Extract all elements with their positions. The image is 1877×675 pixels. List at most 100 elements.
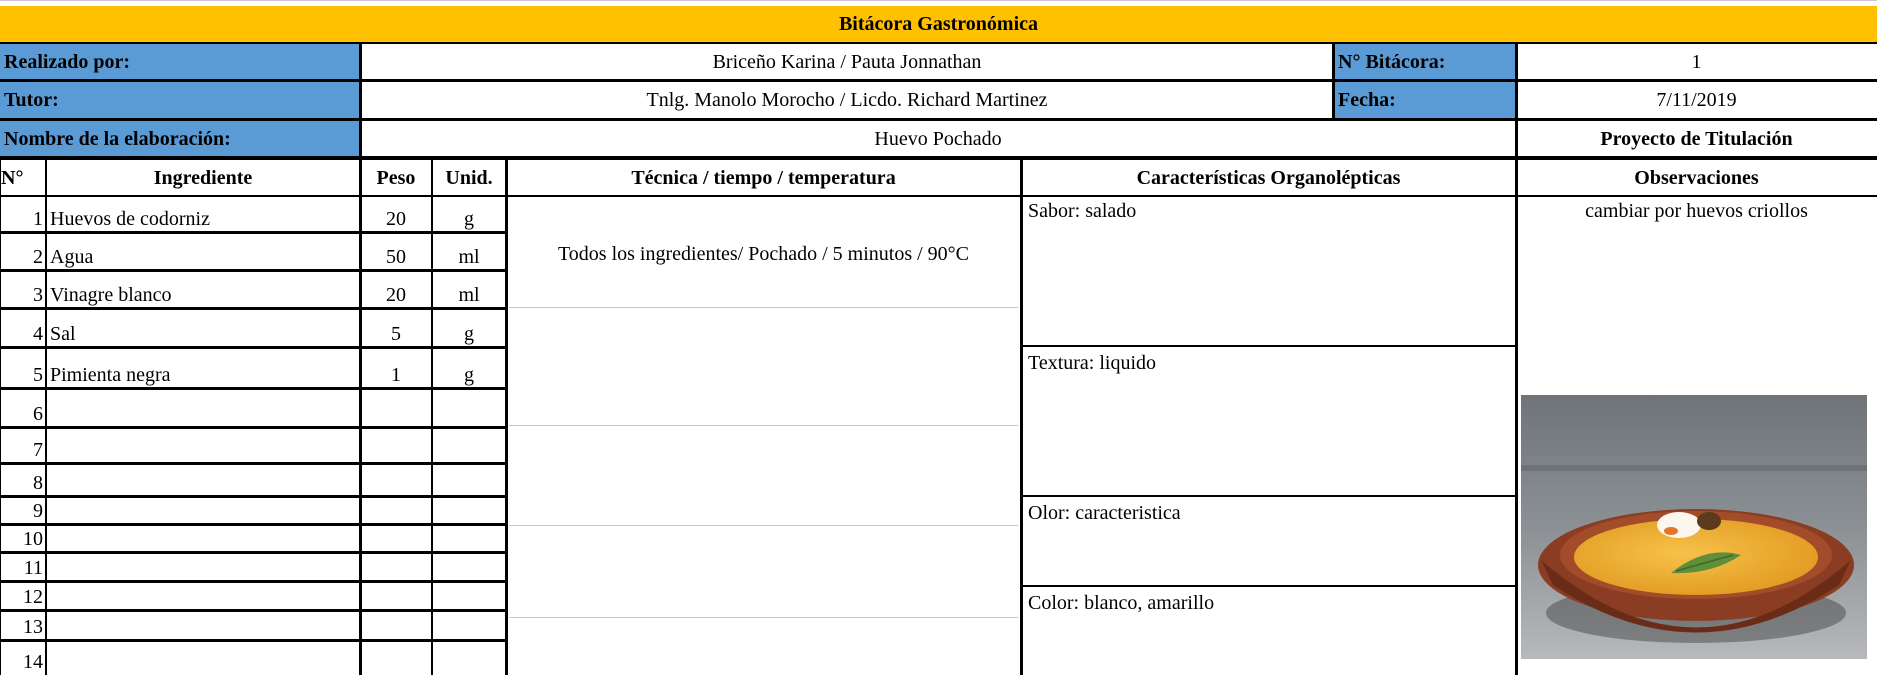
row-ingrediente: Agua [50, 246, 94, 268]
food-photo-icon [1521, 395, 1867, 659]
row-ingrediente: Pimienta negra [50, 364, 171, 386]
row-number: 5 [33, 364, 43, 386]
bitacora-label: N° Bitácora: [1334, 44, 1516, 79]
row-number: 11 [23, 557, 43, 579]
sabor-text: Sabor: salado [1028, 200, 1137, 222]
row-unid: g [464, 323, 474, 345]
row-divider [0, 387, 507, 390]
row-divider [0, 307, 507, 310]
row-ingrediente [46, 581, 360, 610]
tecnica-divider [509, 425, 1018, 426]
row-peso [360, 463, 432, 496]
row-number: 3 [33, 284, 43, 306]
col-tecnica-header: Técnica / tiempo / temperatura [631, 166, 896, 189]
row-peso: 50 [386, 246, 406, 268]
row-ingrediente [46, 552, 360, 581]
row-number: 14 [23, 651, 43, 673]
tecnica-divider [509, 525, 1018, 526]
row-ingrediente: Huevos de codorniz [50, 208, 210, 230]
color-text: Color: blanco, amarillo [1028, 592, 1215, 614]
row-number: 4 [33, 323, 43, 345]
row-ingrediente [46, 427, 360, 463]
row-number: 2 [33, 246, 43, 268]
row-unid: g [464, 208, 474, 230]
row-ingrediente: Vinagre blanco [50, 284, 172, 306]
tecnica-divider [509, 307, 1018, 308]
row-unid [432, 581, 506, 610]
row-peso [360, 496, 432, 524]
row-unid: ml [458, 284, 480, 306]
col-observaciones-header: Observaciones [1634, 166, 1759, 189]
row-divider [0, 551, 507, 554]
row-divider [0, 523, 507, 526]
realizado-value: Briceño Karina / Pauta Jonnathan [712, 50, 982, 73]
row-unid [432, 388, 506, 427]
row-number: 7 [33, 439, 43, 461]
row-ingrediente: Sal [50, 323, 76, 345]
row-peso [360, 427, 432, 463]
col-unid-header: Unid. [445, 166, 493, 189]
textura-text: Textura: liquido [1028, 352, 1157, 374]
row-divider [0, 639, 507, 642]
row-unid [432, 427, 506, 463]
row-unid: g [464, 364, 474, 386]
row-divider [0, 346, 507, 349]
fecha-label: Fecha: [1334, 82, 1516, 118]
row-peso [360, 610, 432, 640]
row-divider [0, 609, 507, 612]
row-number: 1 [33, 208, 43, 230]
row-ingrediente [46, 463, 360, 496]
col-ingrediente-header: Ingrediente [153, 166, 253, 189]
row-peso [360, 552, 432, 581]
col-num-header: N° [1, 166, 24, 189]
nombre-value: Huevo Pochado [874, 127, 1002, 150]
tecnica-divider [509, 617, 1018, 618]
row-ingrediente [46, 524, 360, 552]
row-peso [360, 388, 432, 427]
observaciones-text: cambiar por huevos criollos [1585, 200, 1808, 222]
row-unid [432, 524, 506, 552]
olor-text: Olor: caracteristica [1028, 502, 1181, 524]
row-peso [360, 640, 432, 675]
row-peso: 5 [391, 323, 401, 345]
row-number: 13 [23, 616, 43, 638]
row-divider [0, 231, 507, 234]
row-unid [432, 496, 506, 524]
col-peso-header: Peso [376, 166, 416, 189]
row-number: 12 [23, 586, 43, 608]
bitacora-value: 1 [1691, 50, 1702, 73]
tutor-label: Tutor: [0, 82, 360, 118]
row-unid [432, 552, 506, 581]
row-unid [432, 610, 506, 640]
row-number: 6 [33, 403, 43, 425]
row-divider [0, 580, 507, 583]
row-peso [360, 524, 432, 552]
row-peso: 1 [391, 364, 401, 386]
fecha-value: 7/11/2019 [1656, 89, 1737, 111]
row-divider [0, 426, 507, 429]
food-photo [1521, 395, 1867, 659]
row-divider [0, 462, 507, 465]
realizado-label: Realizado por: [0, 44, 360, 79]
nombre-label: Nombre de la elaboración: [0, 121, 360, 156]
row-ingrediente [46, 388, 360, 427]
tecnica-text: Todos los ingredientes/ Pochado / 5 minu… [557, 243, 970, 265]
row-number: 8 [33, 472, 43, 494]
row-divider [0, 269, 507, 272]
row-peso [360, 581, 432, 610]
row-ingrediente [46, 496, 360, 524]
row-divider [0, 495, 507, 498]
row-unid: ml [458, 246, 480, 268]
row-unid [432, 463, 506, 496]
row-ingrediente [46, 640, 360, 675]
col-caracteristicas-header: Características Organolépticas [1136, 166, 1401, 189]
row-number: 10 [23, 528, 43, 550]
row-peso: 20 [386, 284, 406, 306]
row-number: 9 [33, 500, 43, 522]
proyecto-label: Proyecto de Titulación [1600, 127, 1793, 150]
sheet-title: Bitácora Gastronómica [0, 6, 1877, 42]
row-unid [432, 640, 506, 675]
row-peso: 20 [386, 208, 406, 230]
row-ingrediente [46, 610, 360, 640]
tutor-value: Tnlg. Manolo Morocho / Licdo. Richard Ma… [646, 89, 1048, 111]
